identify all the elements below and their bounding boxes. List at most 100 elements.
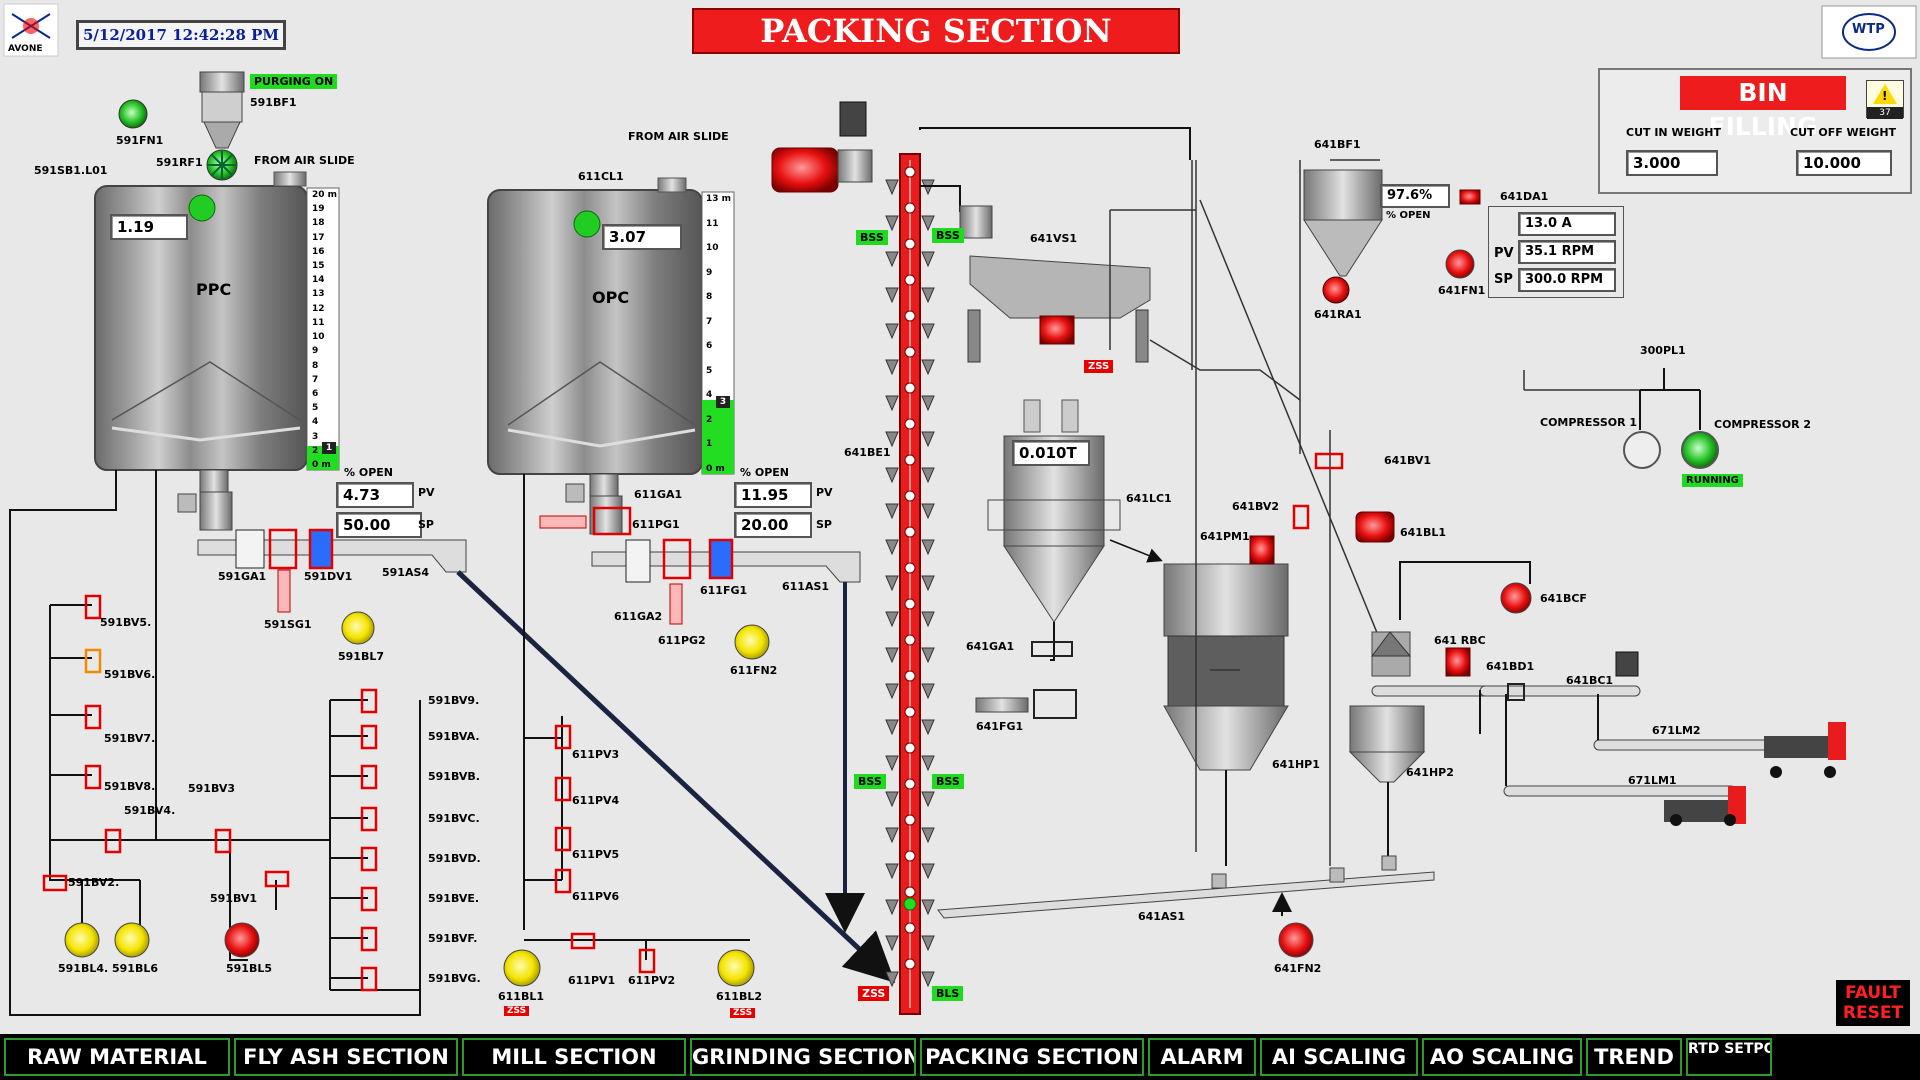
671LM2-truck-icon[interactable]	[1764, 722, 1846, 778]
591BVF-label: 591BVF.	[428, 932, 478, 945]
641HP2-hopper[interactable]	[1348, 705, 1426, 783]
611PG1-valve[interactable]	[592, 506, 632, 536]
nav-trend[interactable]: TREND	[1586, 1038, 1682, 1076]
fault-reset-button[interactable]: FAULT RESET	[1836, 980, 1910, 1026]
nav-grinding-section[interactable]: GRINDING SECTION	[690, 1038, 916, 1076]
bucket	[904, 238, 916, 250]
scale-tick-label: 7	[706, 316, 713, 327]
bucket-cup	[885, 539, 899, 556]
611PV1-label: 611PV1	[568, 974, 616, 987]
591BV3-label: 591BV3	[188, 782, 236, 795]
641BC1-label: 641BC1	[1566, 674, 1614, 687]
591GA1-gate[interactable]	[235, 529, 265, 569]
591RF1-label: 591RF1	[156, 156, 203, 169]
591DV1-valve[interactable]	[308, 528, 334, 570]
nav-packing-section[interactable]: PACKING SECTION	[920, 1038, 1144, 1076]
bucket	[904, 814, 916, 826]
591DV1-sp-input[interactable]: 50.00	[336, 512, 422, 538]
641PM1-packer[interactable]	[1163, 535, 1289, 771]
cut-off-weight-label: CUT OFF WEIGHT	[1790, 126, 1897, 139]
611FG1-valve[interactable]	[708, 538, 734, 580]
scale-tick-label: 13 m	[706, 194, 732, 204]
scale-tick-label: 8	[706, 292, 713, 303]
641FN1-fan-icon[interactable]	[1445, 249, 1475, 279]
641BCF-label: 641BCF	[1540, 592, 1587, 605]
641BF1-filter[interactable]	[1303, 169, 1383, 277]
nav-rtd-setpoint[interactable]: RTD SETPOINT	[1686, 1038, 1772, 1076]
nav-alarm[interactable]: ALARM	[1148, 1038, 1256, 1076]
nav-ai-scaling[interactable]: AI SCALING	[1260, 1038, 1418, 1076]
591BL6-fan-icon[interactable]	[114, 922, 150, 958]
compressor-1-icon[interactable]	[1623, 431, 1661, 469]
611FG1-sp-input[interactable]: 20.00	[734, 512, 812, 538]
591FN1-fan-icon[interactable]	[118, 99, 148, 129]
bucket	[904, 418, 916, 430]
warning-icon[interactable]: ! 37	[1866, 80, 1904, 119]
bucket-cup	[885, 863, 899, 880]
611BL1-fan-icon[interactable]	[503, 949, 541, 987]
611AS1-label: 611AS1	[782, 580, 830, 593]
671LM1-truck-icon[interactable]	[1664, 786, 1746, 826]
641BL1-fan-icon[interactable]	[1355, 511, 1395, 543]
bucket-cup	[921, 719, 935, 736]
591BVD-label: 591BVD.	[428, 852, 481, 865]
scale-tick-label: 20 m	[312, 190, 338, 200]
bin-filling-title: BIN FILLING	[1680, 76, 1846, 141]
641LC1-weigh-hopper[interactable]	[987, 399, 1121, 623]
591BL7-fan-icon[interactable]	[341, 611, 375, 645]
641FN2-fan-icon[interactable]	[1278, 922, 1314, 958]
591BL5-label: 591BL5	[226, 962, 273, 975]
scale-tick-label: 9	[312, 346, 319, 357]
navigation-bar: RAW MATERIAL FLY ASH SECTION MILL SECTIO…	[0, 1034, 1920, 1080]
scale-tick-label: 0 m	[706, 464, 725, 474]
611GA2-gate[interactable]	[625, 539, 651, 583]
641BCF-fan-icon[interactable]	[1500, 582, 1532, 614]
nav-fly-ash-section[interactable]: FLY ASH SECTION	[234, 1038, 458, 1076]
611BL2-fan-icon[interactable]	[717, 949, 755, 987]
scale-tick-label: 13	[312, 289, 325, 300]
bucket-cup	[921, 539, 935, 556]
641FN1-sp-input[interactable]: 300.0 RPM	[1518, 268, 1616, 292]
nav-raw-material[interactable]: RAW MATERIAL	[4, 1038, 230, 1076]
bucket-cup	[885, 251, 899, 268]
bucket	[904, 454, 916, 466]
611FN2-fan-icon[interactable]	[734, 624, 770, 660]
641GA1-gate[interactable]	[1031, 641, 1073, 657]
611FG1-pv-value: 11.95	[734, 482, 812, 508]
cut-off-weight-input[interactable]: 10.000	[1796, 150, 1892, 176]
591BF1-filter[interactable]	[199, 71, 245, 149]
bucket	[904, 526, 916, 538]
scale-tick-label: 15	[312, 261, 325, 272]
591DV1-label: 591DV1	[304, 570, 353, 583]
bucket-cup	[921, 503, 935, 520]
scale-tick-label: 18	[312, 218, 325, 229]
scale-tick-label: 19	[312, 204, 325, 215]
611PG2-label: 611PG2	[658, 634, 706, 647]
compressor-2-icon[interactable]	[1681, 431, 1719, 469]
nav-mill-section[interactable]: MILL SECTION	[462, 1038, 686, 1076]
591AS4-label: 591AS4	[382, 566, 430, 579]
bucket-cup	[885, 611, 899, 628]
641FN1-readout-panel	[1488, 206, 1624, 298]
591BL5-fan-icon[interactable]	[224, 922, 260, 958]
591SG1-valve[interactable]	[268, 528, 298, 570]
bucket-cup	[921, 827, 935, 844]
591BV4-label: 591BV4.	[124, 804, 176, 817]
from-air-slide-label-2: FROM AIR SLIDE	[628, 130, 729, 143]
opc-sp-label: SP	[816, 518, 832, 531]
641FN1-sp-label: SP	[1494, 272, 1513, 287]
nav-ao-scaling[interactable]: AO SCALING	[1422, 1038, 1582, 1076]
cut-in-weight-input[interactable]: 3.000	[1626, 150, 1718, 176]
641VS1-screen[interactable]	[959, 205, 1151, 363]
641DA1-pct-open-value: 97.6%	[1380, 184, 1450, 208]
611PG1-label: 611PG1	[632, 518, 680, 531]
641LC1-label: 641LC1	[1126, 492, 1172, 505]
641BE1-motor-icon[interactable]	[771, 147, 839, 193]
fault-reset-line1: FAULT	[1845, 983, 1901, 1003]
bucket-cup	[885, 971, 899, 988]
641AS1-air-slide[interactable]	[937, 871, 1435, 919]
scale-tick-label: 2	[312, 445, 319, 456]
641BE1-bucket-elevator[interactable]	[899, 153, 921, 1015]
591BL4-fan-icon[interactable]	[64, 922, 100, 958]
bucket	[904, 850, 916, 862]
